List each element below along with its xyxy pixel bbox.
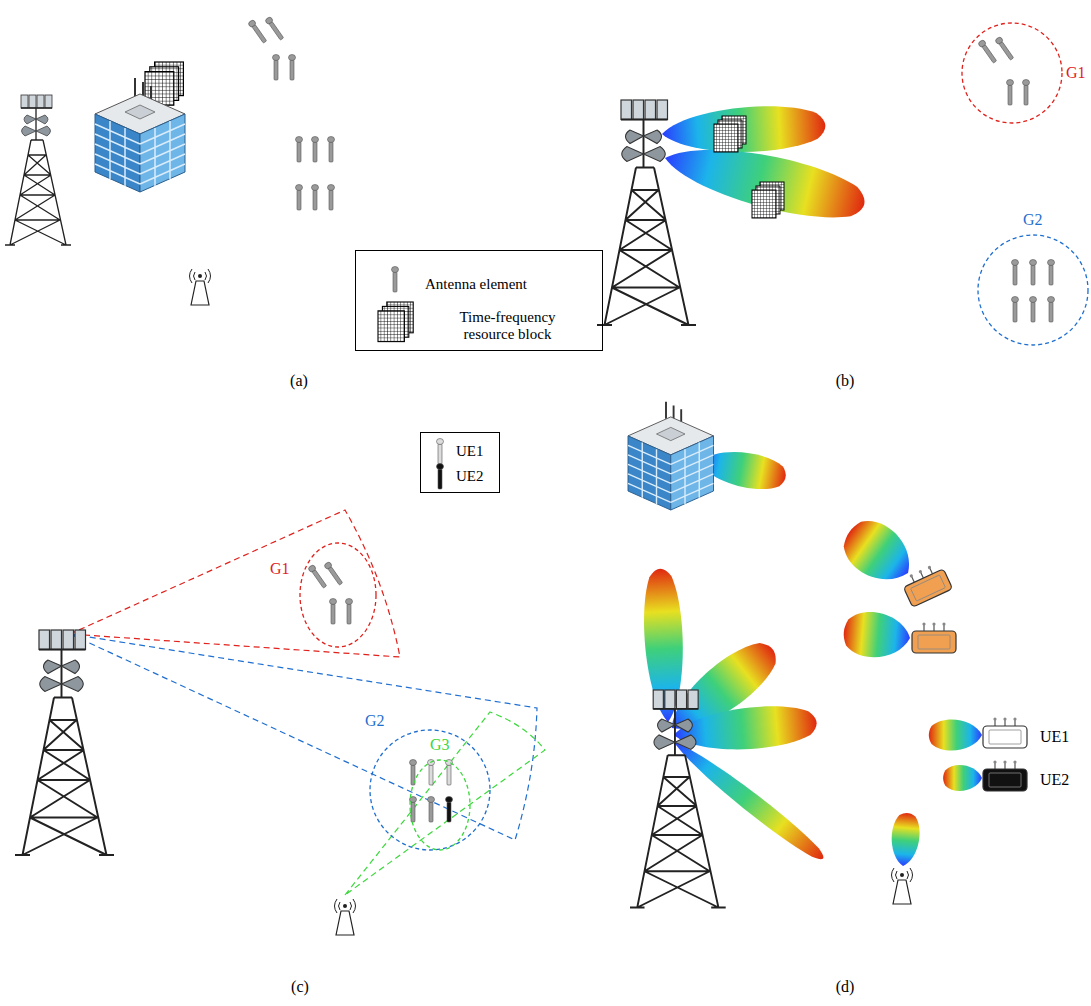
- panel-a-art: [5, 16, 335, 305]
- device-label: UE1: [1040, 728, 1069, 746]
- panel-label: (d): [836, 978, 855, 996]
- group-label: G1: [270, 560, 290, 578]
- beam-lobe: [889, 812, 921, 867]
- antenna-icon: [432, 461, 448, 491]
- beam-lobe: [943, 765, 982, 791]
- panel-c-art: [15, 78, 545, 935]
- building: [628, 402, 714, 510]
- access-point: [892, 868, 913, 904]
- panel-label: (b): [836, 372, 855, 390]
- group-outline: G1: [960, 21, 1064, 125]
- beam-lobe: [834, 511, 922, 595]
- legend-text: UE1: [456, 443, 484, 460]
- group-outline: G1: [298, 541, 378, 649]
- group-outline: G2: [976, 233, 1090, 347]
- antenna-elements: [308, 561, 453, 822]
- panel-d-art: [628, 402, 1027, 908]
- legend-text: Time-frequency resource block: [440, 309, 575, 343]
- group-label: G2: [1023, 211, 1043, 229]
- building: [95, 78, 185, 192]
- beam-sector: [345, 712, 545, 895]
- group-label: G1: [1066, 64, 1086, 82]
- dashed-ellipse: [962, 23, 1062, 123]
- beam-lobe: [661, 103, 827, 156]
- base-station-tower: [5, 95, 71, 245]
- dashed-ellipse: [410, 760, 470, 850]
- beam-sector: [70, 634, 537, 840]
- resource-block: [752, 182, 784, 218]
- beam-lobe: [668, 735, 829, 866]
- beam-lobe: [929, 719, 982, 750]
- group-label: G2: [365, 712, 385, 730]
- panel-label: (a): [290, 372, 308, 390]
- panel-label: (c): [291, 978, 309, 996]
- legend-sample: [392, 267, 399, 293]
- base-station-tower: [15, 630, 114, 855]
- group-outline: G3: [408, 758, 472, 852]
- group-ellipse: [408, 758, 472, 852]
- group-label: G3: [430, 736, 450, 754]
- access-point: [190, 269, 211, 305]
- dashed-ellipse: [978, 235, 1088, 345]
- group-ellipse: [960, 21, 1064, 125]
- legend-sample: [437, 464, 444, 490]
- legend-text: UE2: [456, 468, 484, 485]
- base-station-tower: [597, 100, 696, 325]
- phone-device: [983, 760, 1027, 791]
- legend-sample: [378, 302, 413, 342]
- dashed-ellipse: [300, 543, 376, 647]
- base-station-tower: [630, 690, 726, 908]
- antenna-icon: [432, 436, 448, 466]
- legend-sample: [437, 439, 444, 465]
- antenna-icon: [387, 264, 403, 294]
- dashed-ellipse: [370, 730, 490, 850]
- access-point: [335, 899, 356, 935]
- legend-text: Antenna element: [425, 276, 527, 293]
- group-ellipse: [298, 541, 378, 649]
- beam-sector: [70, 510, 400, 657]
- antenna-elements: [248, 16, 335, 210]
- resource-block-icon: [378, 302, 418, 346]
- device-label: UE2: [1040, 771, 1069, 789]
- phone-device: [900, 561, 953, 607]
- resource-block: [714, 116, 746, 152]
- panel-b-art: [597, 36, 1055, 325]
- phone-device: [983, 717, 1027, 748]
- beam-lobe: [659, 133, 870, 230]
- beam-lobe: [672, 702, 818, 756]
- beam-lobe: [842, 610, 912, 661]
- antenna-elements: [978, 36, 1055, 322]
- phone-device: [912, 622, 956, 653]
- group-ellipse: [976, 233, 1090, 347]
